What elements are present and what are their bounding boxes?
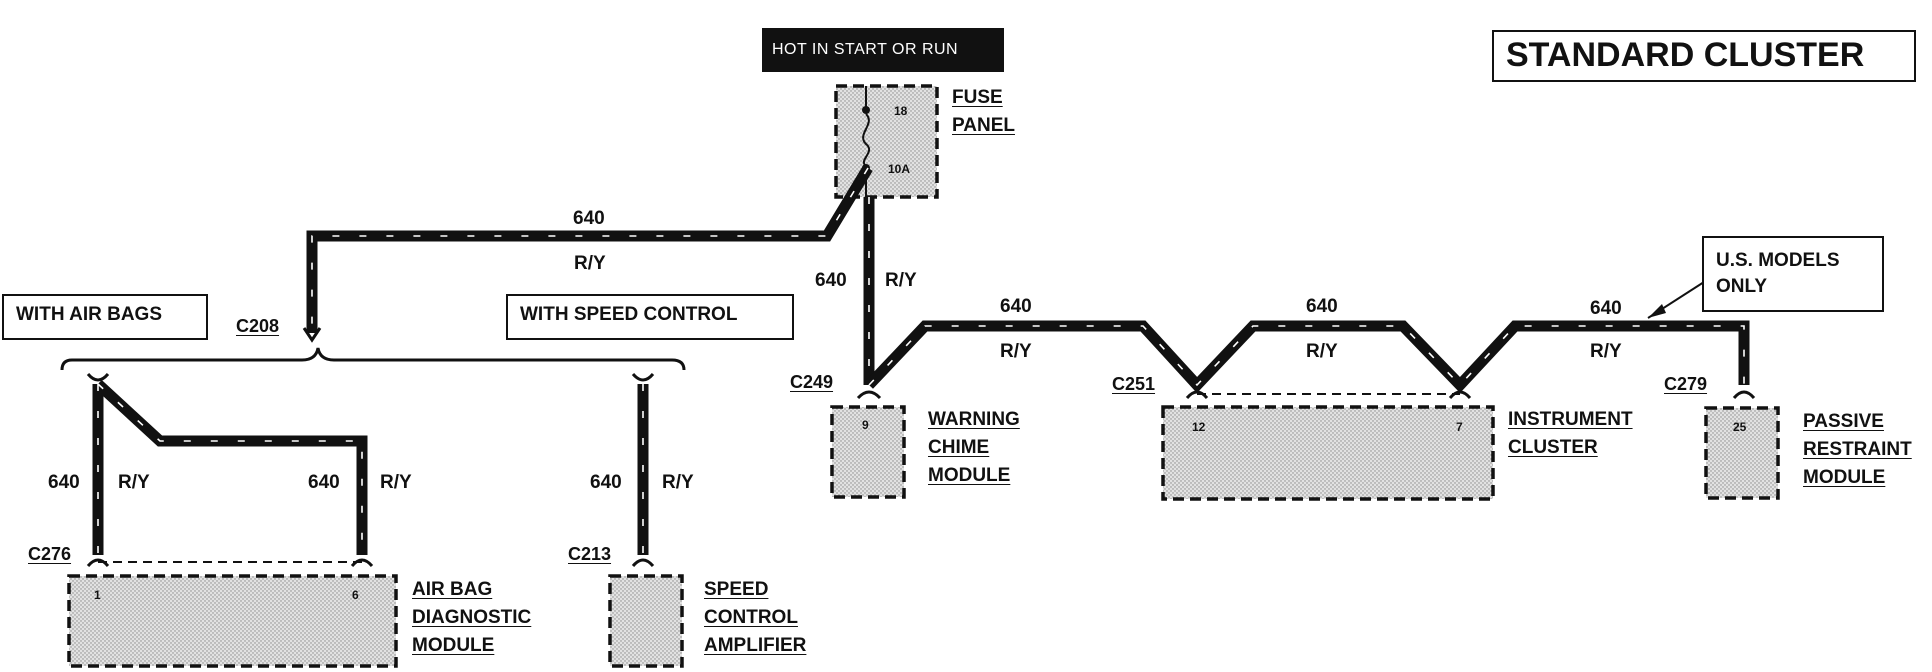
connector-c276: C276 [28, 544, 72, 564]
pin-airbag-1: 1 [94, 588, 101, 602]
wire-color-top: R/Y [574, 253, 606, 274]
speed-control-amp-label-2: CONTROL [704, 607, 798, 628]
wire-color-cluster-loop: R/Y [1306, 341, 1338, 362]
fuse-panel-label-1: FUSE [952, 87, 1003, 108]
wire-number-airbag-left: 640 [48, 472, 80, 493]
instrument-cluster-label-2: CLUSTER [1508, 437, 1598, 458]
fuse-rating: 10A [888, 162, 911, 176]
warning-chime-label-2: CHIME [928, 437, 990, 458]
with-speed-control-label: WITH SPEED CONTROL [506, 294, 794, 340]
wire-color-passive: R/Y [1590, 341, 1622, 362]
us-models-line-1: U.S. MODELS [1716, 250, 1840, 271]
wire-color-speed: R/Y [662, 472, 694, 493]
wire-circuit-640 [92, 165, 1750, 555]
air-bag-diagnostic-module-box [67, 574, 398, 668]
wire-number-vertical: 640 [815, 270, 847, 291]
wire-color-vertical: R/Y [885, 270, 917, 291]
with-air-bags-label: WITH AIR BAGS [2, 294, 208, 340]
connector-symbols [86, 372, 1756, 568]
warning-chime-label-1: WARNING [928, 409, 1020, 430]
us-models-line-2: ONLY [1716, 276, 1768, 297]
air-bag-label-1: AIR BAG [412, 579, 493, 600]
speed-control-amp-label-3: AMPLIFIER [704, 635, 807, 656]
wire-number-speed: 640 [590, 472, 622, 493]
wire-number-top: 640 [573, 208, 605, 229]
connector-c279: C279 [1664, 374, 1708, 394]
fuse-element [862, 113, 871, 167]
fuse-terminal-top [862, 106, 870, 114]
power-source-label: HOT IN START OR RUN [762, 28, 1004, 72]
passive-restraint-module-box [1704, 406, 1780, 500]
wire-number-cluster-loop: 640 [1306, 296, 1338, 317]
c208-connector-symbol [302, 327, 322, 343]
connector-c213: C213 [568, 544, 612, 564]
diagram-title: STANDARD CLUSTER [1492, 30, 1916, 82]
pin-cluster-7: 7 [1456, 420, 1463, 434]
us-models-arrowhead [1648, 304, 1666, 318]
wire-number-chime-cluster: 640 [1000, 296, 1032, 317]
warning-chime-label-3: MODULE [928, 465, 1011, 486]
pin-airbag-6: 6 [352, 588, 359, 602]
connector-c249: C249 [790, 372, 834, 392]
fuse-panel-box [834, 84, 939, 199]
air-bag-label-2: DIAGNOSTIC [412, 607, 532, 628]
wire-number-passive: 640 [1590, 298, 1622, 319]
wire-number-airbag-right: 640 [308, 472, 340, 493]
wire-color-airbag-left: R/Y [118, 472, 150, 493]
speed-control-amplifier-box [608, 574, 684, 668]
connector-c251: C251 [1112, 374, 1156, 394]
passive-restraint-label-3: MODULE [1803, 467, 1886, 488]
passive-restraint-label-2: RESTRAINT [1803, 439, 1912, 460]
option-brace [60, 347, 686, 371]
instrument-cluster-box [1161, 405, 1495, 501]
fuse-panel-label-2: PANEL [952, 115, 1015, 136]
passive-restraint-label-1: PASSIVE [1803, 411, 1884, 432]
instrument-cluster-label-1: INSTRUMENT [1508, 409, 1633, 430]
wire-color-chime-cluster: R/Y [1000, 341, 1032, 362]
pin-passive-25: 25 [1733, 420, 1747, 434]
speed-control-amp-label-1: SPEED [704, 579, 769, 600]
air-bag-label-3: MODULE [412, 635, 495, 656]
pin-warning-chime: 9 [862, 418, 869, 432]
pin-cluster-12: 12 [1192, 420, 1206, 434]
us-models-only-label: U.S. MODELS ONLY [1702, 236, 1884, 312]
connector-c208: C208 [236, 316, 280, 336]
fuse-number: 18 [894, 104, 908, 118]
wire-color-airbag-right: R/Y [380, 472, 412, 493]
warning-chime-module-box [830, 405, 906, 499]
